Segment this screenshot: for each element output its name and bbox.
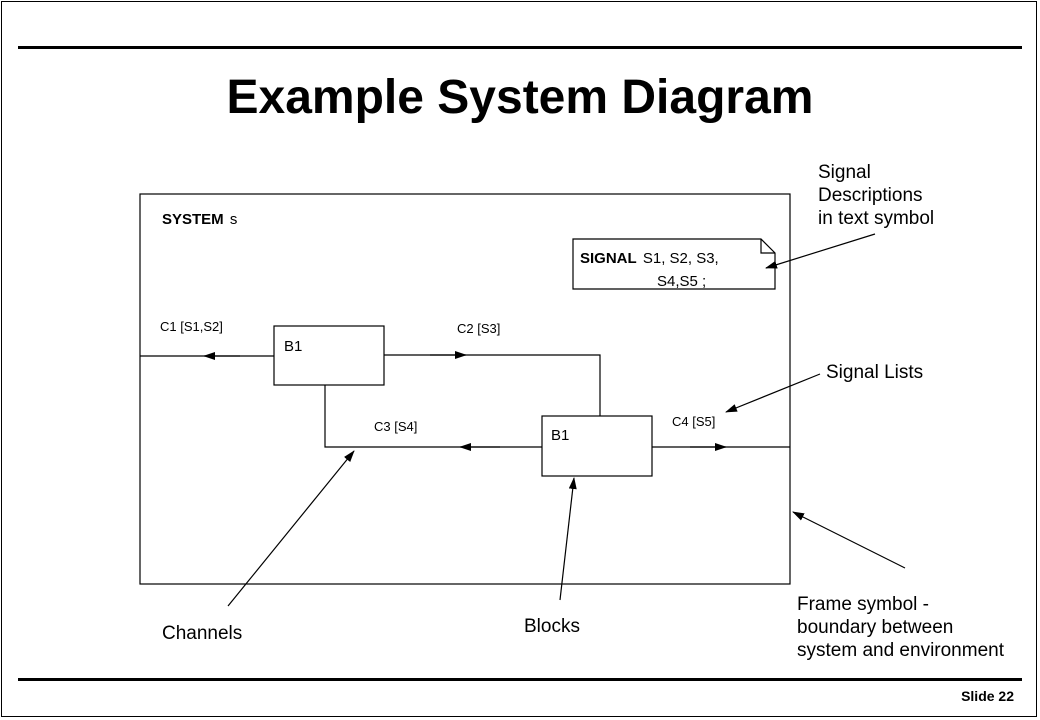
top-rule <box>18 46 1022 49</box>
frame-symbol-annotation: Frame symbol - boundary between system a… <box>797 593 1004 662</box>
annotation-line: in text symbol <box>818 208 935 229</box>
channels-annotation: Channels <box>162 623 243 644</box>
signal-descriptions-annotation: Signal Descriptions in text symbol <box>818 161 934 230</box>
system-frame <box>139 193 791 585</box>
slide-number: Slide 22 <box>961 688 1014 704</box>
channel-c3-line <box>324 385 542 448</box>
folded-corner <box>760 239 775 254</box>
blocks-pointer <box>559 477 577 601</box>
annotation-line: system and environment <box>797 640 1004 661</box>
annotation-line: boundary between <box>797 617 954 638</box>
channel-c2-label: C2 [S3] <box>457 321 500 336</box>
slide-title: Example System Diagram <box>226 71 814 124</box>
signal-lists-pointer <box>725 373 821 413</box>
signal-declaration-line1: SIGNAL S1, S2, S3, <box>580 250 719 267</box>
channel-c4-label: C4 [S5] <box>672 414 715 429</box>
channel-c1-label: C1 [S1,S2] <box>160 319 223 334</box>
signal-declaration-line2: S4,S5 ; <box>657 273 706 290</box>
frame-symbol-pointer <box>792 511 906 569</box>
block-b1-upper-label: B1 <box>284 338 302 355</box>
block-b1-upper <box>273 325 385 386</box>
block-b1-lower-label: B1 <box>551 427 569 444</box>
bottom-rule <box>18 678 1022 681</box>
channel-c3-label: C3 [S4] <box>374 419 417 434</box>
annotation-line: Signal <box>818 162 871 183</box>
blocks-annotation: Blocks <box>524 616 580 637</box>
annotation-line: Frame symbol - <box>797 594 929 615</box>
signal-lists-annotation: Signal Lists <box>826 362 924 383</box>
annotation-line: Descriptions <box>818 185 923 206</box>
signal-descriptions-pointer <box>765 233 876 269</box>
signal-text-symbol <box>572 238 776 290</box>
channel-c2-line <box>384 354 601 416</box>
system-label: SYSTEM s <box>162 211 237 228</box>
channels-pointer <box>227 450 355 607</box>
block-b1-lower <box>541 415 653 477</box>
